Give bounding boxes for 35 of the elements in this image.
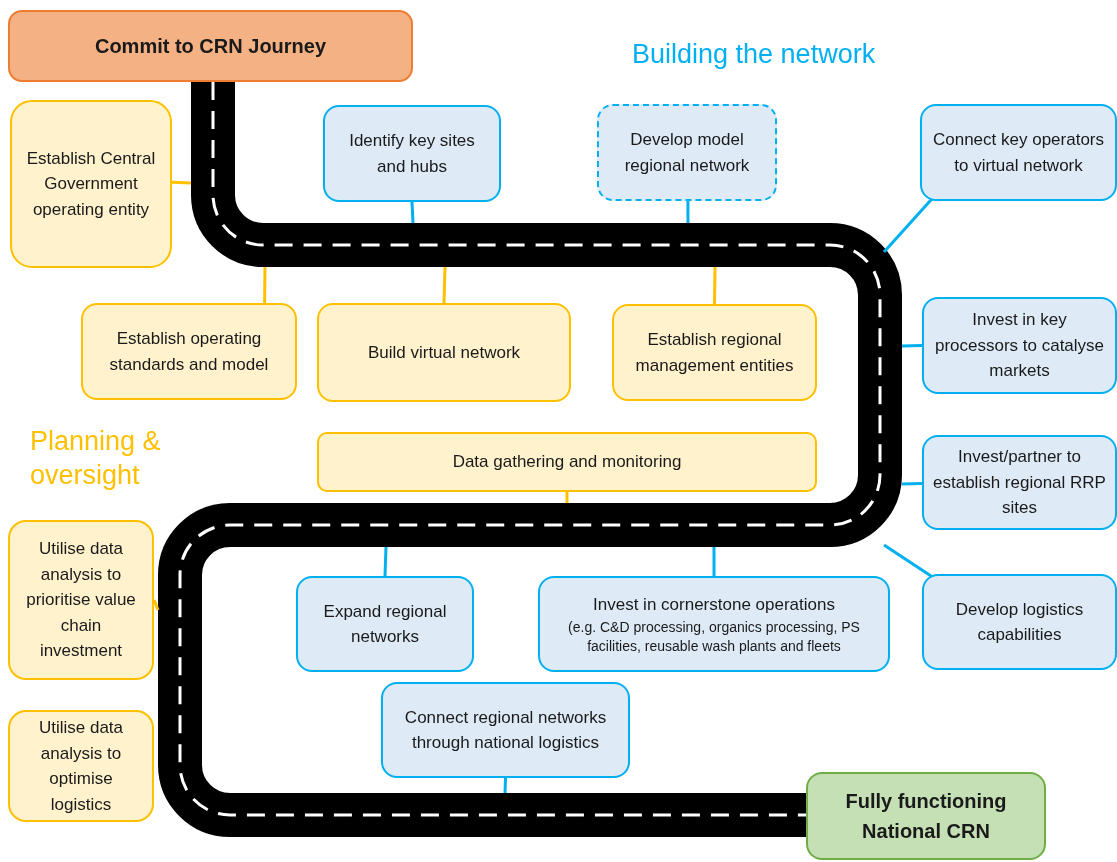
step-box: Identify key sites and hubs xyxy=(323,105,501,202)
section-heading: Building the network xyxy=(632,38,877,71)
step-box: Build virtual network xyxy=(317,303,571,402)
step-box: Connect key operators to virtual network xyxy=(920,104,1117,201)
step-box: Utilise data analysis to optimise logistics xyxy=(8,710,154,822)
leader-line xyxy=(901,344,923,348)
step-box: Establish regional management entities xyxy=(612,304,817,401)
road xyxy=(158,82,902,837)
step-box: Expand regional networks xyxy=(296,576,474,672)
step-box: Utilise data analysis to prioritise value chain investment xyxy=(8,520,154,680)
leader-line xyxy=(882,198,933,253)
step-box: Invest in key processors to catalyse markets xyxy=(922,297,1117,394)
step-box: Develop model regional network xyxy=(597,104,777,201)
leader-line xyxy=(686,201,690,223)
step-box: Establish Central Government operating entity xyxy=(10,100,172,268)
start-box: Commit to CRN Journey xyxy=(8,10,413,82)
leader-line xyxy=(713,266,717,305)
leader-line xyxy=(503,777,507,794)
leader-line xyxy=(263,267,267,303)
step-box: Establish operating standards and model xyxy=(81,303,297,400)
leader-line xyxy=(442,266,447,304)
leader-line xyxy=(410,201,415,224)
leader-line xyxy=(712,547,716,576)
section-heading: Planning & oversight xyxy=(30,425,162,492)
leader-line xyxy=(565,492,569,503)
leader-line xyxy=(383,546,388,577)
leader-line xyxy=(171,180,192,185)
leader-line xyxy=(901,481,923,486)
goal-box: Fully functioning National CRN xyxy=(806,772,1046,860)
step-box: Develop logistics capabilities xyxy=(922,574,1117,670)
step-box: Connect regional networks through national logistics xyxy=(381,682,630,778)
step-box: Invest/partner to establish regional RRP sites xyxy=(922,435,1117,530)
step-box: Data gathering and monitoring xyxy=(317,432,817,492)
leader-line xyxy=(152,599,160,611)
step-box: Invest in cornerstone operations (e.g. C&D processing, organics processing, PS facilities, reusable wash plants and fleets xyxy=(538,576,890,672)
